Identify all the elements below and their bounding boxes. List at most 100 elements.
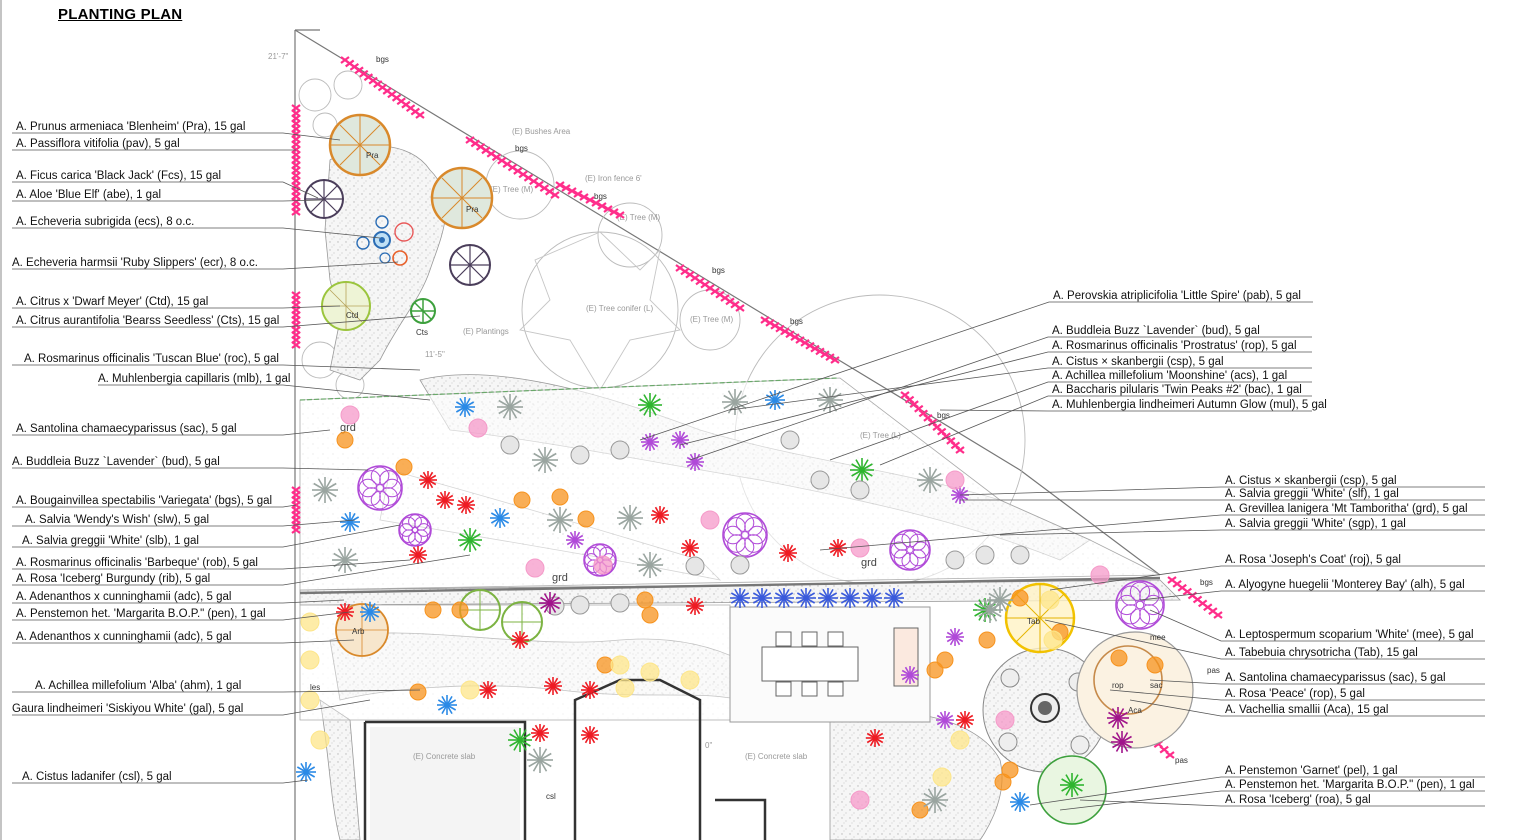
rose-9 [479,681,497,699]
left-label-21: Gaura lindheimeri 'Siskiyou White' (gal)… [12,703,243,715]
right-label-16: A. Rosa 'Peace' (rop), 5 gal [1225,688,1365,700]
right-leader-6 [939,409,1312,412]
existing-note-tree-4: (E) Tree (L) [860,431,901,440]
left-label-1: A. Passiflora vitifolia (pav), 5 gal [16,138,180,150]
left-label-8: A. Rosmarinus officinalis 'Tuscan Blue' … [24,353,279,365]
left-leader-3 [12,199,324,202]
perovskia-7 [946,628,964,646]
rose-12 [866,729,884,747]
left-label-0: A. Prunus armeniaca 'Blenheim' (Pra), 15… [16,121,245,133]
grey-shrub-6 [817,387,843,413]
rose-1 [436,491,454,509]
existing-note-conifer: (E) Tree conifer (L) [586,304,653,313]
rose-0 [419,471,437,489]
tag-bgs-6: bgs [937,411,950,420]
grey-circle-13 [850,480,870,500]
grey-circle-5 [945,550,965,570]
tag-bgs-1: bgs [376,55,389,64]
orange-plant-1 [395,458,413,476]
right-label-13: A. Leptospermum scoparium 'White' (mee),… [1225,629,1474,641]
right-leader-1 [689,336,1312,461]
salvia-5 [437,695,457,715]
existing-note-slab-2: (E) Concrete slab [745,752,808,761]
tag-grd-1: grd [340,422,356,434]
right-leader-10 [999,529,1485,536]
yellow-plant-1 [300,650,320,670]
existing-note-tree-1: (E) Tree (M) [490,185,533,194]
vine-segment [579,193,589,201]
grey-circle-0 [500,435,520,455]
fire-pit [982,647,1108,773]
vine-segment [609,208,619,216]
grey-shrub-13 [987,587,1013,613]
plant-labels: A. Prunus armeniaca 'Blenheim' (Pra), 15… [12,121,1475,806]
pink-plant-4 [850,538,870,558]
left-label-2: A. Ficus carica 'Black Jack' (Fcs), 15 g… [16,170,221,182]
salvia-row-2 [774,588,794,608]
vine-segment [561,184,571,192]
right-leader-2 [679,351,1312,446]
grey-shrub-2 [547,507,573,533]
right-label-10: A. Salvia greggii 'White' (sgp), 1 gal [1225,518,1406,530]
left-leader-0 [12,132,341,141]
label-leaders [12,132,1485,811]
tag-aca: Aca [1128,706,1142,715]
orange-plant-18 [1001,761,1019,779]
grey-circle-1 [570,445,590,465]
perovskia-6 [936,711,954,729]
plant-symbols [296,387,1165,819]
vine-segment [1165,751,1175,759]
grey-circle-8 [570,595,590,615]
left-label-6: A. Citrus x 'Dwarf Meyer' (Ctd), 15 gal [16,296,208,308]
dimension-mid: 11'-5" [425,350,445,359]
right-label-14: A. Tabebuia chrysotricha (Tab), 15 gal [1225,647,1418,659]
grey-shrub-3 [617,505,643,531]
grey-circle-11 [685,556,705,576]
left-label-4: A. Echeveria subrigida (ecs), 8 o.c. [16,216,194,228]
orange-plant-19 [1146,656,1164,674]
rose-15 [531,724,549,742]
salvia-7 [1010,792,1030,812]
left-leader-16 [12,554,471,586]
existing-note-slab-1: (E) Concrete slab [413,752,476,761]
tag-pra-1: Pra [366,151,379,160]
pink-plant-6 [700,510,720,530]
vine-segment [550,191,560,199]
green-plant-2 [850,458,874,482]
orange-plant-12 [936,651,954,669]
tree-citrus-bearss [410,298,436,324]
left-label-14: A. Salvia greggii 'White' (slb), 1 gal [22,535,199,547]
tag-cts: Cts [416,328,428,337]
grey-circle-2 [610,440,630,460]
perovskia-5 [901,666,919,684]
left-leader-20 [12,689,421,693]
yellow-plant-3 [310,730,330,750]
vine-segment [603,205,613,213]
tag-pas-2: pas [1175,756,1188,765]
right-label-0: A. Perovskia atriplicifolia 'Little Spir… [1053,290,1301,302]
right-leader-16 [1109,689,1485,701]
tag-grd-2: grd [552,572,568,584]
pink-plant-5 [945,470,965,490]
left-leader-5 [12,261,399,270]
vine-segment [1213,611,1223,619]
vine-segment [555,181,565,189]
pink-plant-2 [525,558,545,578]
right-label-17: A. Vachellia smallii (Aca), 15 gal [1225,704,1388,716]
left-leader-2 [12,181,319,199]
perovskia-0 [641,433,659,451]
right-label-4: A. Achillea millefolium 'Moonshine' (acs… [1052,370,1287,382]
tag-sac: sac [1150,681,1162,690]
right-label-5: A. Baccharis pilularis 'Twin Peaks #2' (… [1052,384,1302,396]
tree-ficus-2 [449,244,491,286]
orange-plant-14 [1011,589,1029,607]
tag-arb: Arb [352,627,365,636]
tree-citrus-dwarf-meyer [321,281,371,331]
pink-plant-7 [1090,565,1110,585]
right-label-3: A. Cistus × skanbergii (csp), 5 gal [1052,356,1224,368]
grey-shrub-12 [497,394,523,420]
existing-note-fence: (E) Iron fence 6' [585,174,642,183]
grey-shrub-9 [527,747,553,773]
right-leader-9 [819,514,1485,551]
left-leader-22 [12,779,309,784]
